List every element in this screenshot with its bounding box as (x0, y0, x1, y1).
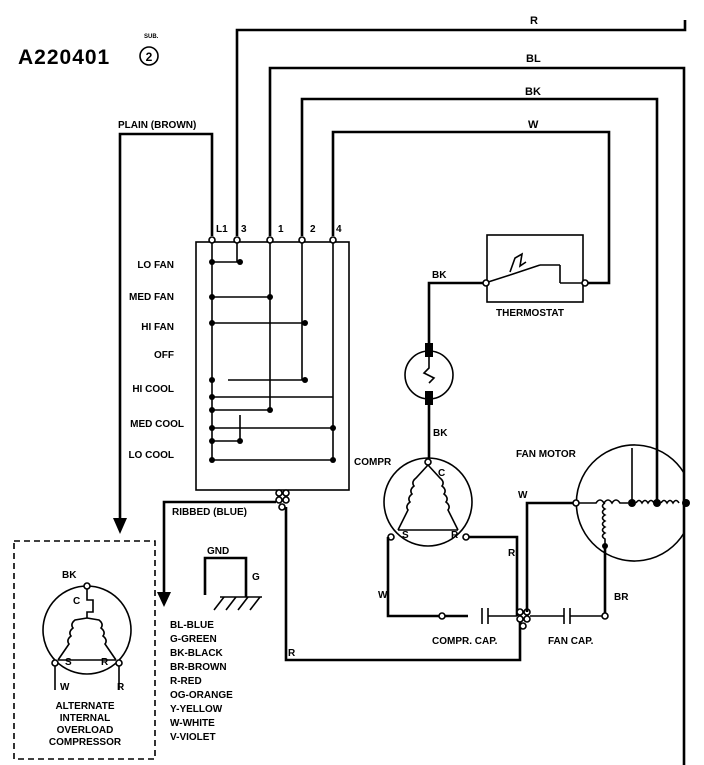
wire-r-right (469, 535, 519, 616)
switch-label-lo-fan: LO FAN (137, 260, 174, 271)
label-bk-thermostat: BK (432, 270, 447, 281)
wire-bk-thermostat (427, 281, 483, 345)
label-r-right: R (508, 548, 516, 559)
label-g: G (252, 572, 260, 583)
label-s: S (402, 530, 409, 541)
wire-r-bottom (284, 507, 522, 662)
junction-connector (516, 608, 531, 630)
terminal-4 (329, 236, 337, 244)
wire-plain-brown (118, 132, 214, 520)
alt-caption-line: ALTERNATE (55, 701, 114, 712)
switch-label-med-cool: MED COOL (130, 419, 184, 430)
wire-bl-top (268, 66, 686, 765)
terminal-1 (266, 236, 274, 244)
legend-item: BK-BLACK (170, 648, 224, 659)
terminal-label-1: 1 (278, 224, 284, 235)
alt-label-bk: BK (62, 570, 77, 581)
arrow-down-icon (157, 592, 171, 607)
sub-label: SUB. (144, 34, 159, 40)
thermostat-contact (482, 252, 589, 287)
legend-item: OG-ORANGE (170, 690, 233, 701)
legend-item: BL-BLUE (170, 620, 214, 631)
terminal-label-3: 3 (241, 224, 247, 235)
switch-label-hi-fan: HI FAN (141, 322, 174, 333)
label-plain-brown: PLAIN (BROWN) (118, 120, 196, 131)
alt-label-r2: R (117, 682, 125, 693)
ground-symbol (203, 556, 262, 611)
fan-motor-windings (572, 448, 690, 613)
legend-item: R-RED (170, 676, 202, 687)
color-legend: BL-BLUE G-GREEN BK-BLACK BR-BROWN R-RED … (170, 620, 233, 743)
alt-label-r: R (101, 657, 109, 668)
switch-label-hi-cool: HI COOL (132, 384, 174, 395)
label-ribbed-blue: RIBBED (BLUE) (172, 507, 247, 518)
bottom-connector (275, 489, 290, 511)
alt-label-w: W (60, 682, 70, 693)
legend-item: G-GREEN (170, 634, 217, 645)
wire-w-fan (525, 501, 575, 612)
compressor-capacitor (438, 608, 517, 624)
label-r: R (451, 530, 459, 541)
alternate-compressor-box (13, 540, 156, 760)
fan-capacitor (530, 608, 609, 624)
selector-switch-box (195, 241, 350, 491)
label-r-bottom: R (288, 648, 296, 659)
label-w-left: W (378, 590, 388, 601)
terminal-l1 (208, 236, 216, 244)
alt-caption-line: INTERNAL (60, 713, 111, 724)
switch-contacts (209, 243, 336, 463)
thermostat-box (486, 234, 584, 303)
compressor-symbol (383, 457, 473, 547)
wire-w-top (331, 130, 611, 285)
overload-element (422, 343, 436, 405)
switch-label-lo-cool: LO COOL (128, 450, 174, 461)
label-fan-cap: FAN CAP. (548, 636, 594, 647)
label-bk-top: BK (525, 86, 541, 98)
wire-bk-top (300, 97, 659, 500)
switch-label-med-fan: MED FAN (129, 292, 174, 303)
legend-item: BR-BROWN (170, 662, 227, 673)
sub-number: 2 (146, 50, 153, 64)
legend-item: W-WHITE (170, 718, 215, 729)
label-gnd: GND (207, 546, 229, 557)
terminal-block (208, 236, 337, 244)
terminal-2 (298, 236, 306, 244)
alt-label-s: S (65, 657, 72, 668)
label-bl-top: BL (526, 53, 541, 65)
alt-caption-line: OVERLOAD (57, 725, 114, 736)
legend-item: V-VIOLET (170, 732, 216, 743)
diagram-code: A220401 (18, 46, 110, 69)
wire-w-left (386, 537, 468, 618)
sub-circle (139, 46, 159, 66)
label-compr-cap: COMPR. CAP. (432, 636, 498, 647)
label-w-top: W (528, 119, 539, 131)
terminal-label-4: 4 (336, 224, 342, 235)
label-w-fan: W (518, 490, 528, 501)
wire-ribbed-blue (162, 500, 276, 595)
terminal-label-l1: L1 (216, 224, 228, 235)
label-br: BR (614, 592, 629, 603)
alt-label-c: C (73, 596, 80, 607)
label-fan-motor: FAN MOTOR (516, 449, 577, 460)
label-bk-compr: BK (433, 428, 448, 439)
compressor-windings (387, 458, 470, 541)
terminal-label-2: 2 (310, 224, 316, 235)
alt-caption-line: COMPRESSOR (49, 737, 122, 748)
legend-item: Y-YELLOW (170, 704, 223, 715)
alternate-compressor-windings (51, 582, 123, 690)
label-c: C (438, 468, 445, 479)
top-wires (235, 20, 687, 765)
terminal-3 (233, 236, 241, 244)
arrow-down-icon (113, 518, 127, 534)
label-r-top: R (530, 15, 538, 27)
switch-label-off: OFF (154, 350, 174, 361)
label-thermostat: THERMOSTAT (496, 308, 564, 319)
wire-r-top (235, 20, 687, 236)
label-compr: COMPR (354, 457, 392, 468)
